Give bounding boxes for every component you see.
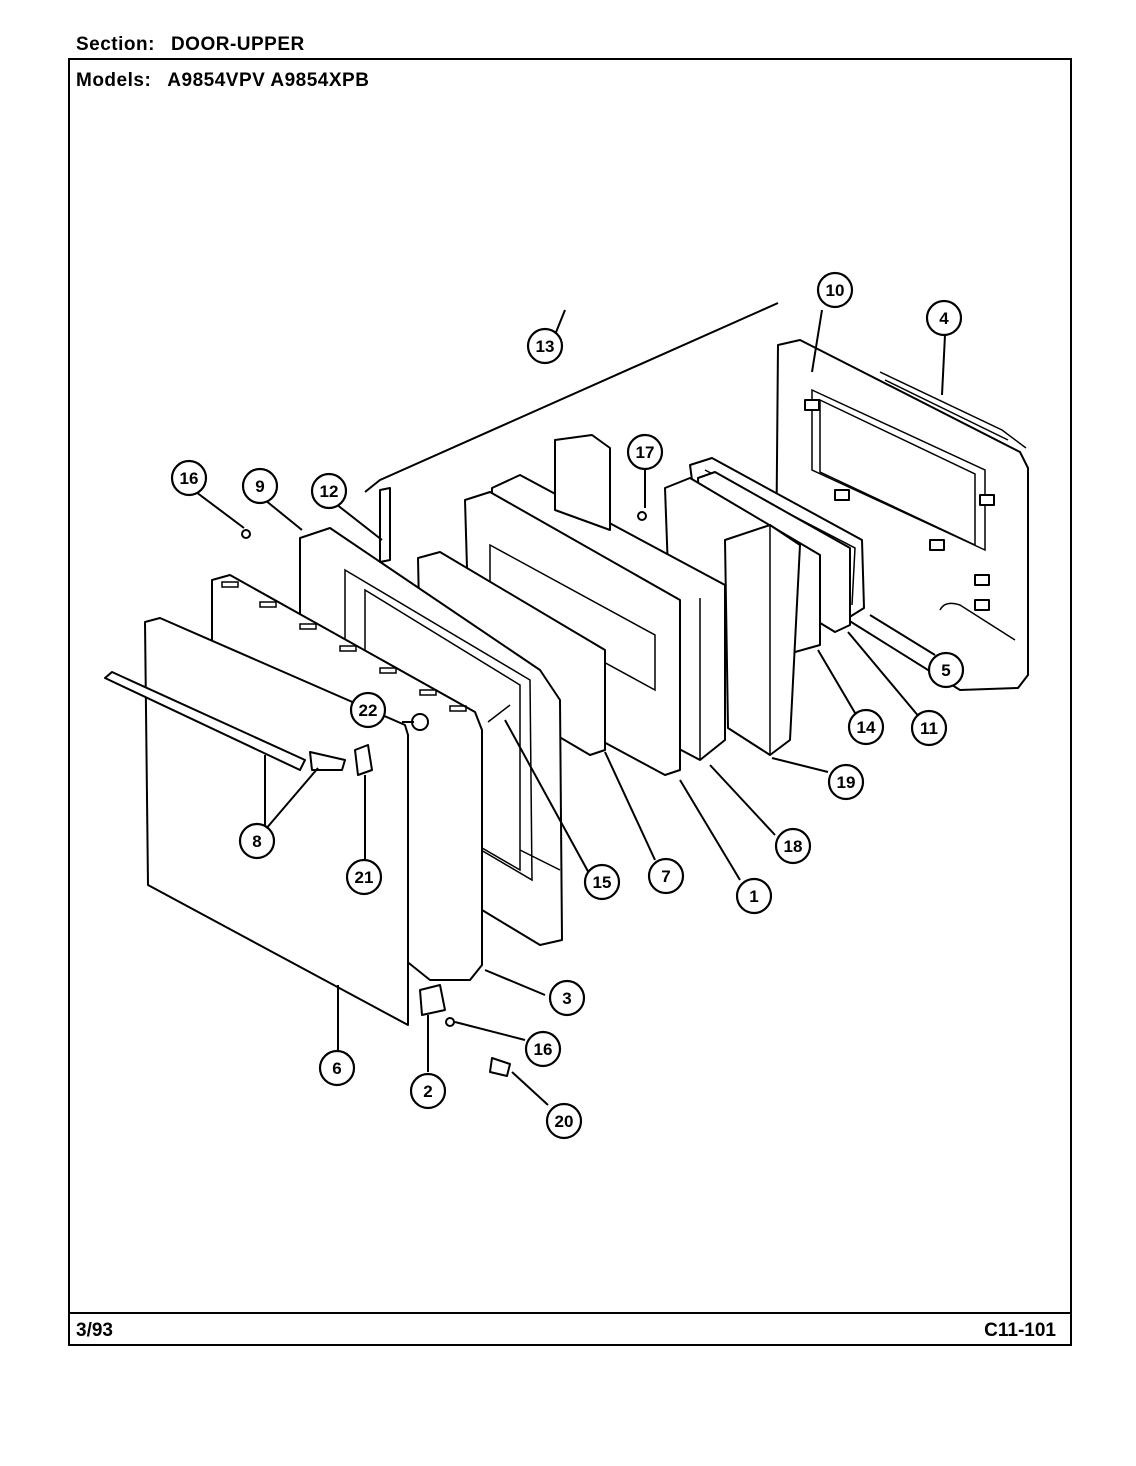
svg-text:16: 16	[180, 469, 199, 488]
svg-text:5: 5	[941, 661, 950, 680]
svg-text:7: 7	[661, 867, 670, 886]
callout-10: 10	[816, 271, 854, 309]
callout-6: 6	[318, 1049, 356, 1087]
section-value: DOOR-UPPER	[170, 34, 305, 55]
svg-text:20: 20	[555, 1112, 574, 1131]
svg-text:22: 22	[359, 701, 378, 720]
svg-text:3: 3	[562, 989, 571, 1008]
screw-15	[487, 704, 511, 723]
svg-text:2: 2	[423, 1082, 432, 1101]
svg-text:9: 9	[255, 477, 264, 496]
svg-text:15: 15	[593, 873, 612, 892]
footer-date: 3/93	[76, 1320, 113, 1341]
callout-17: 17	[626, 433, 664, 471]
section-line: Section: DOOR-UPPER	[76, 34, 305, 56]
insulation-block-19	[724, 524, 801, 756]
callout-20: 20	[545, 1102, 583, 1140]
callout-13: 13	[526, 327, 564, 365]
diagram-frame	[68, 58, 1072, 1346]
svg-text:8: 8	[252, 832, 261, 851]
callout-7: 7	[647, 857, 685, 895]
svg-text:11: 11	[920, 719, 938, 738]
leader-lines	[195, 309, 946, 1106]
door-handle-8	[104, 671, 346, 771]
screw-16-lower	[445, 1017, 455, 1027]
svg-text:19: 19	[837, 773, 856, 792]
nut-22	[411, 713, 429, 731]
screw-17	[637, 511, 647, 521]
models-line: Models: A9854VPV A9854XPB	[76, 70, 369, 92]
callout-16-upper: 16	[170, 459, 208, 497]
callout-22: 22	[349, 691, 387, 729]
models-label: Models:	[76, 70, 152, 91]
callout-12: 12	[310, 472, 348, 510]
svg-text:17: 17	[636, 443, 655, 462]
svg-text:18: 18	[784, 837, 803, 856]
footer-code: C11-101	[984, 1320, 1056, 1341]
footer-rule	[68, 1312, 1072, 1314]
handle-bracket-21	[354, 744, 373, 776]
bracket-12	[379, 487, 391, 563]
callout-19: 19	[827, 763, 865, 801]
fastener-20	[489, 1057, 511, 1077]
svg-text:6: 6	[332, 1059, 341, 1078]
svg-text:12: 12	[320, 482, 339, 501]
section-label: Section:	[76, 34, 155, 55]
svg-text:16: 16	[534, 1040, 553, 1059]
callout-3: 3	[548, 979, 586, 1017]
callout-9: 9	[241, 467, 279, 505]
assembly-bracket-13	[364, 302, 779, 493]
screw-16-upper	[241, 529, 251, 539]
callout-18: 18	[774, 827, 812, 865]
callout-14: 14	[847, 708, 885, 746]
callout-2: 2	[409, 1072, 447, 1110]
svg-text:14: 14	[857, 718, 876, 737]
callout-5: 5	[927, 651, 965, 689]
callout-1: 1	[735, 877, 773, 915]
svg-text:13: 13	[536, 337, 555, 356]
callout-11: 11	[910, 709, 948, 747]
svg-text:4: 4	[939, 309, 949, 328]
callout-16-lower: 16	[524, 1030, 562, 1068]
svg-text:21: 21	[355, 868, 374, 887]
callout-4: 4	[925, 299, 963, 337]
svg-text:1: 1	[749, 887, 758, 906]
callout-8: 8	[238, 822, 276, 860]
svg-text:10: 10	[826, 281, 845, 300]
hinge-2	[419, 984, 446, 1016]
callout-21: 21	[345, 858, 383, 896]
models-value: A9854VPV A9854XPB	[167, 70, 370, 91]
callout-15: 15	[583, 863, 621, 901]
